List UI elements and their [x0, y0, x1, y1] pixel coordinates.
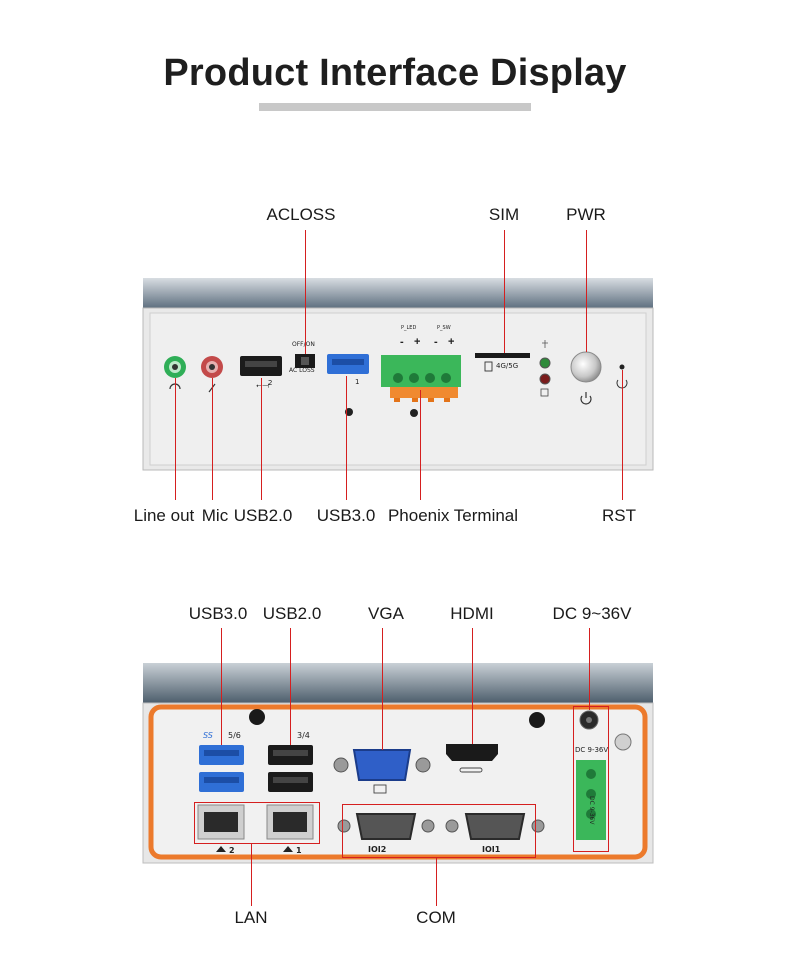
- leader-usb30-front: [346, 376, 348, 500]
- page-title: Product Interface Display: [163, 52, 627, 94]
- lan2-number: 2: [229, 846, 235, 855]
- leader-acloss: [305, 230, 307, 354]
- leader-usb20-front: [261, 378, 263, 500]
- leader-usb30-rear: [221, 628, 223, 745]
- leader-dc: [589, 628, 591, 710]
- label-dc: DC 9~36V: [552, 604, 632, 623]
- p-led-text: P_LED: [401, 325, 417, 331]
- label-hdmi: HDMI: [450, 604, 494, 623]
- label-vga: VGA: [368, 604, 404, 623]
- p-sw-text: P_SW: [437, 325, 451, 331]
- label-mic: Mic: [201, 506, 229, 525]
- rear-usb2-number: 3/4: [297, 731, 310, 740]
- lan-highlight-box: [194, 802, 320, 844]
- line-out-jack: [164, 356, 186, 390]
- ss-text: SS: [203, 731, 213, 740]
- leader-usb20-rear: [290, 628, 292, 745]
- com1-text: IOI1: [482, 845, 501, 854]
- dc-highlight-box: [573, 706, 609, 852]
- leader-mic: [212, 378, 214, 500]
- ac-loss-text: AC LOSS: [289, 367, 315, 374]
- hdmi-port: [446, 744, 498, 773]
- label-phoenix: Phoenix Terminal: [387, 506, 519, 525]
- com-ports: [337, 813, 545, 840]
- p-sw-plus: +: [448, 336, 455, 348]
- sim-slot-text: 4G/5G: [496, 362, 519, 370]
- leader-sim: [504, 230, 506, 353]
- phoenix-terminal: [381, 355, 461, 417]
- leader-phoenix: [420, 390, 422, 500]
- label-sim: SIM: [488, 205, 520, 224]
- label-rst: RST: [602, 506, 636, 525]
- p-led-minus: -: [400, 336, 404, 348]
- label-pwr: PWR: [566, 205, 606, 224]
- power-button: [570, 351, 602, 405]
- leader-rst: [622, 370, 624, 500]
- com-highlight-box: [342, 804, 536, 858]
- lan-ports: [197, 804, 314, 852]
- rear-usb3-number: 5/6: [228, 731, 241, 740]
- label-lan: LAN: [234, 908, 268, 927]
- rear-usb30-ports: [199, 745, 244, 792]
- front-usb3-number: 1: [355, 378, 360, 386]
- svg-text:⭠⟞: ⭠⟞: [256, 381, 269, 390]
- leader-hdmi: [472, 628, 474, 744]
- label-usb20-rear: USB2.0: [262, 604, 322, 623]
- mic-jack: [201, 356, 223, 393]
- p-sw-minus: -: [434, 336, 438, 348]
- leader-com: [436, 857, 438, 906]
- off-on-text: OFF/ON: [292, 341, 315, 348]
- label-line-out: Line out: [133, 506, 195, 525]
- front-usb20-port: ⭠⟞: [240, 356, 282, 390]
- label-usb20-front: USB2.0: [233, 506, 293, 525]
- acloss-switch: [295, 354, 315, 368]
- label-com: COM: [416, 908, 456, 927]
- rear-usb20-ports: [268, 745, 313, 792]
- status-leds: [539, 340, 551, 397]
- p-led-plus: +: [414, 336, 421, 348]
- com2-text: IOI2: [368, 845, 387, 854]
- leader-vga: [382, 628, 384, 750]
- label-usb30-rear: USB3.0: [188, 604, 248, 623]
- dc-power-input: [576, 710, 632, 840]
- label-usb30-front: USB3.0: [316, 506, 376, 525]
- leader-pwr: [586, 230, 588, 352]
- label-acloss: ACLOSS: [266, 205, 336, 224]
- front-usb2-number: 2: [268, 379, 273, 387]
- sim-slot: [475, 353, 530, 372]
- rear-panel: [142, 663, 654, 864]
- leader-line-out: [175, 378, 177, 500]
- dc-small-text: DC 9-36V: [575, 746, 609, 754]
- title-underline: [259, 103, 531, 111]
- vga-port: [333, 749, 431, 794]
- front-panel: ⭠⟞: [142, 278, 654, 471]
- leader-lan: [251, 843, 253, 906]
- lan1-number: 1: [296, 846, 302, 855]
